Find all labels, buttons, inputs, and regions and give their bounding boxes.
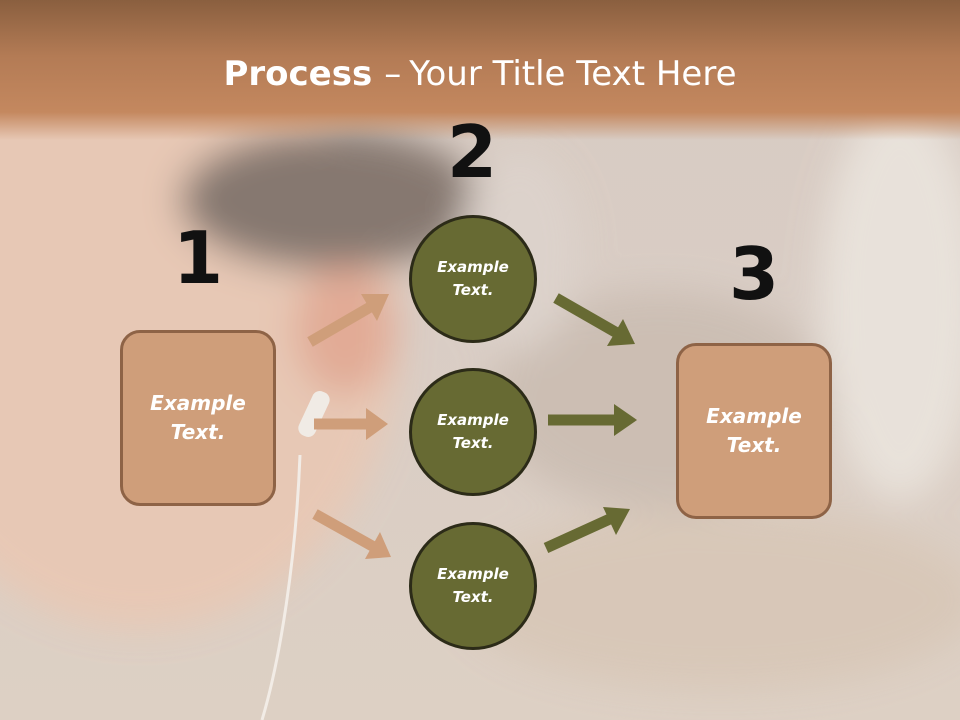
- step-1-number: 1: [172, 216, 224, 300]
- title-dash: –: [384, 54, 402, 94]
- slide-title: Process–Your Title Text Here: [0, 52, 960, 96]
- step-2-number: 2: [446, 110, 498, 194]
- earphone-cable: [260, 454, 302, 720]
- step-2-circle-1: Example Text.: [409, 215, 537, 343]
- step-3-box: Example Text.: [676, 343, 832, 519]
- step-3-text: Example Text.: [706, 404, 802, 457]
- arrow-to-circle-3: [312, 509, 391, 559]
- title-strong: Process: [223, 54, 373, 94]
- arrow-to-circle-1: [307, 294, 389, 347]
- circle-1-text: Example Text.: [437, 258, 509, 299]
- earphone: [298, 391, 330, 437]
- title-band: [0, 0, 960, 140]
- arrow-from-circle-3: [543, 507, 630, 554]
- circle-3-text: Example Text.: [437, 565, 509, 606]
- step-1-box: Example Text.: [120, 330, 276, 506]
- circle-2-text: Example Text.: [437, 411, 509, 452]
- step-2-circle-3: Example Text.: [409, 522, 537, 650]
- arrow-from-circle-1: [553, 293, 635, 346]
- step-3-number: 3: [728, 232, 780, 316]
- step-1-text: Example Text.: [150, 391, 246, 444]
- arrow-from-circle-2: [548, 404, 637, 436]
- arrow-to-circle-2: [314, 408, 388, 440]
- title-rest: Your Title Text Here: [409, 54, 737, 94]
- step-2-circle-2: Example Text.: [409, 368, 537, 496]
